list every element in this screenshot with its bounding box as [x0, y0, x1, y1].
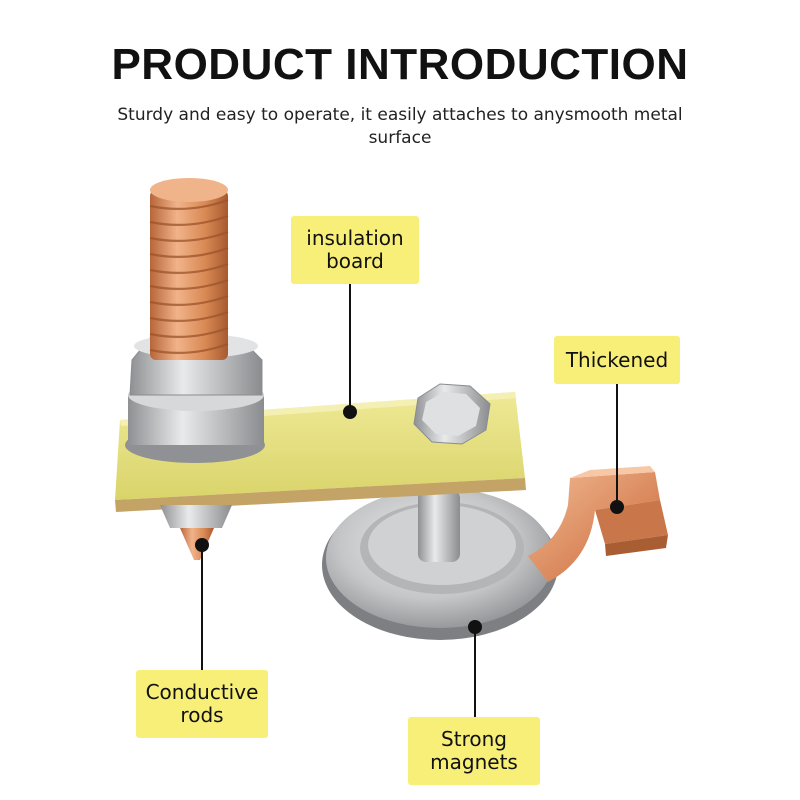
callout-conductive-line-2: rods	[180, 703, 224, 727]
callout-conductive-rods: Conductive rods	[136, 670, 268, 738]
copper-bolt	[149, 178, 229, 360]
callout-thickened-line-1: Thickened	[565, 347, 669, 372]
hex-bolt	[413, 383, 491, 445]
callout-strong-magnets: Strong magnets	[408, 717, 540, 785]
magnet-stem	[418, 490, 460, 562]
conductive-rod-tip	[160, 505, 232, 560]
page-subtitle: Sturdy and easy to operate, it easily at…	[90, 104, 710, 150]
callout-thickened: Thickened	[554, 336, 680, 384]
copper-tab	[528, 466, 668, 582]
subtitle-line-2: surface	[368, 128, 432, 148]
callout-insulation-line-2: board	[326, 249, 384, 273]
page-title: PRODUCT INTRODUCTION	[111, 40, 689, 89]
callout-insulation-line-1: insulation	[306, 226, 404, 250]
subtitle-line-1: Sturdy and easy to operate, it easily at…	[117, 105, 683, 125]
callout-magnets-line-2: magnets	[430, 750, 518, 774]
callout-magnets-line-1: Strong	[441, 727, 507, 751]
callout-insulation-board: insulation board	[291, 216, 419, 284]
callout-pointers	[195, 284, 624, 717]
callout-conductive-line-1: Conductive	[145, 680, 259, 704]
